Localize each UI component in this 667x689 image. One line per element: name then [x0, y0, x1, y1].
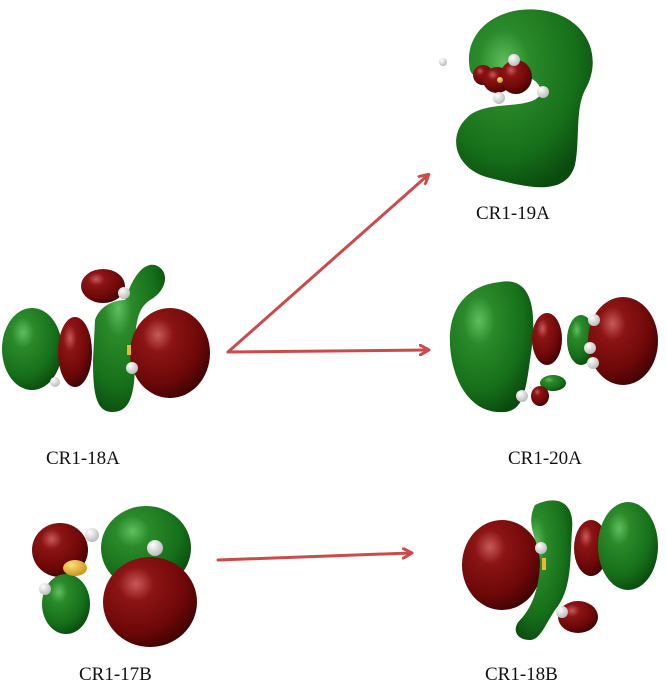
orbital-cr1-18b: [462, 500, 658, 640]
orbital-cr1-17b: [32, 506, 197, 647]
label-cr1-19a: CR1-19A: [476, 203, 550, 224]
label-cr1-20a: CR1-20A: [508, 448, 582, 469]
label-cr1-18b: CR1-18B: [485, 664, 558, 685]
orbital-cr1-20a: [449, 281, 658, 413]
arrow-18a-to-19a: [226, 175, 428, 354]
arrow-18a-to-20a: [226, 350, 428, 352]
arrow-17b-to-18b: [216, 553, 411, 562]
label-cr1-18a: CR1-18A: [46, 448, 120, 469]
orbital-cr1-18a: [2, 264, 210, 412]
label-cr1-17b: CR1-17B: [79, 664, 152, 685]
orbital-cr1-19a: [439, 9, 593, 188]
